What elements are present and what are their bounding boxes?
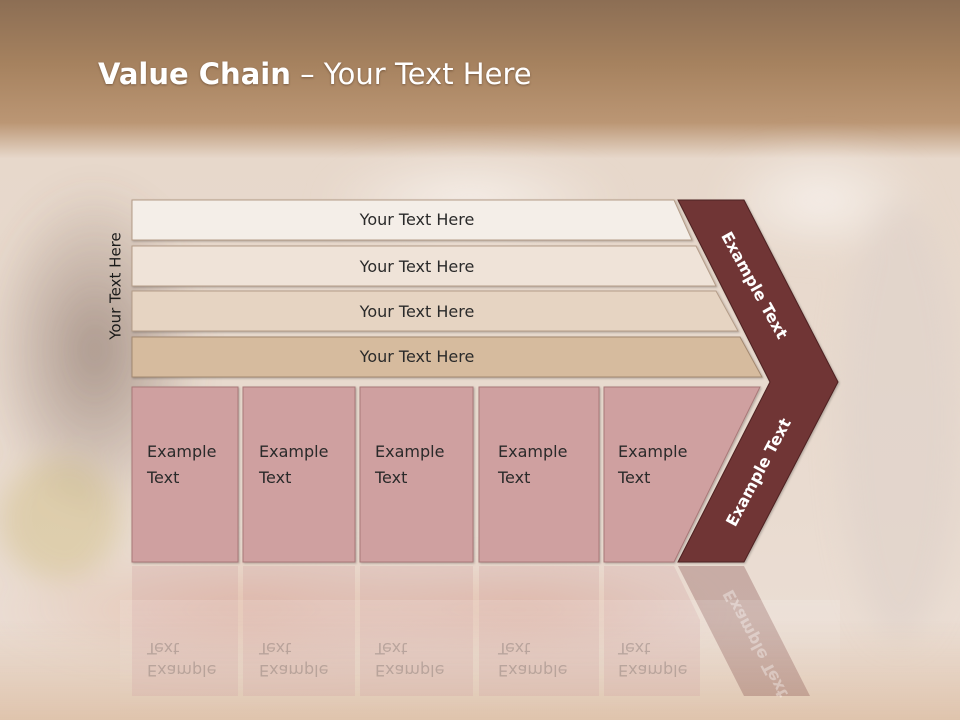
primary-box-2-line1: Example xyxy=(259,442,329,461)
primary-box-5-line1: Example xyxy=(618,442,688,461)
primary-box-1-label: Example Text xyxy=(147,439,216,491)
primary-box-5-label: Example Text xyxy=(618,439,687,491)
primary-box-4-line1: Example xyxy=(498,442,568,461)
reflection-box-1-line2: Text xyxy=(147,639,180,658)
primary-box-2-line2: Text xyxy=(259,468,292,487)
primary-box-2[interactable] xyxy=(242,386,356,563)
primary-box-1[interactable] xyxy=(131,386,239,563)
slide-title-rest: – Your Text Here xyxy=(290,57,532,91)
support-bar-3-label: Your Text Here xyxy=(359,301,475,321)
reflection-box-3-text: Example Text xyxy=(375,637,444,681)
primary-box-3-label: Example Text xyxy=(375,439,444,491)
primary-box-3-line2: Text xyxy=(375,468,408,487)
support-bar-2[interactable] xyxy=(131,245,717,287)
primary-box-4-label: Example Text xyxy=(498,439,567,491)
reflection-box-1-line1: Example xyxy=(147,661,217,680)
primary-box-2-label: Example Text xyxy=(259,439,328,491)
reflection-box-2-text: Example Text xyxy=(259,637,328,681)
slide-title-bold: Value Chain xyxy=(98,57,291,91)
primary-box-3-line1: Example xyxy=(375,442,445,461)
reflection-box-3-line2: Text xyxy=(375,639,408,658)
primary-box-5-line2: Text xyxy=(618,468,651,487)
reflection-box-4-text: Example Text xyxy=(498,637,567,681)
primary-box-4[interactable] xyxy=(478,386,600,563)
primary-box-4-line2: Text xyxy=(498,468,531,487)
reflection-box-5-line1: Example xyxy=(618,661,688,680)
primary-box-1-line1: Example xyxy=(147,442,217,461)
reflection-box-4-line1: Example xyxy=(498,661,568,680)
reflection-box-2-line1: Example xyxy=(259,661,329,680)
support-bar-3[interactable] xyxy=(131,290,739,332)
support-bar-4[interactable] xyxy=(131,336,763,378)
reflection-box-4-line2: Text xyxy=(498,639,531,658)
margin-chevron[interactable] xyxy=(677,199,839,563)
primary-box-1-line2: Text xyxy=(147,468,180,487)
support-bar-1[interactable] xyxy=(131,199,693,241)
reflection-box-5-text: Example Text xyxy=(618,637,687,681)
support-bar-1-label: Your Text Here xyxy=(359,209,475,229)
reflection-box-2-line2: Text xyxy=(259,639,292,658)
support-bar-4-label: Your Text Here xyxy=(359,346,475,366)
reflection-box-5-line2: Text xyxy=(618,639,651,658)
support-bar-2-label: Your Text Here xyxy=(359,256,475,276)
reflection-box-3-line1: Example xyxy=(375,661,445,680)
slide-title: Value Chain – Your Text Here xyxy=(98,52,798,96)
primary-box-5[interactable] xyxy=(603,386,761,563)
primary-box-3[interactable] xyxy=(359,386,474,563)
reflection-box-1-text: Example Text xyxy=(147,637,216,681)
